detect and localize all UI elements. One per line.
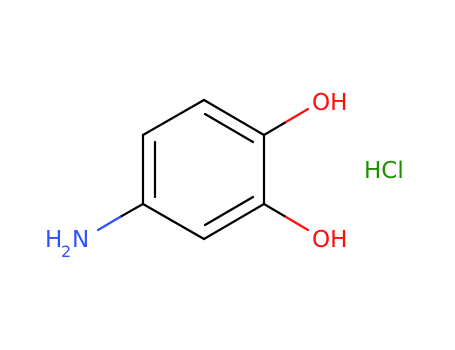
amine-h-label: H <box>45 227 62 253</box>
bond-c-o-top-hetero <box>284 107 310 124</box>
ring-bond <box>141 98 206 137</box>
amine-subscript-label: 2 <box>61 242 71 261</box>
bond-c-o-bottom-hetero <box>284 215 310 232</box>
ring-double-bond <box>203 112 255 144</box>
benzene-ring <box>141 98 266 241</box>
bond-c-n-hetero <box>96 215 122 232</box>
bond-c-o-bottom <box>262 202 288 219</box>
ring-bond <box>202 202 266 241</box>
bond-c-o-top <box>262 120 288 137</box>
hydroxyl-label-bottom: OH <box>312 227 347 253</box>
ring-bond <box>202 98 266 137</box>
amine-n-label: N <box>72 227 89 253</box>
ring-bond <box>141 202 206 241</box>
hydroxyl-label-top: OH <box>312 90 347 116</box>
hydrochloride-label: HCl <box>364 158 404 184</box>
bond-c-n <box>118 202 145 219</box>
ring-double-bond <box>203 195 255 227</box>
substituent-bonds <box>96 107 310 232</box>
